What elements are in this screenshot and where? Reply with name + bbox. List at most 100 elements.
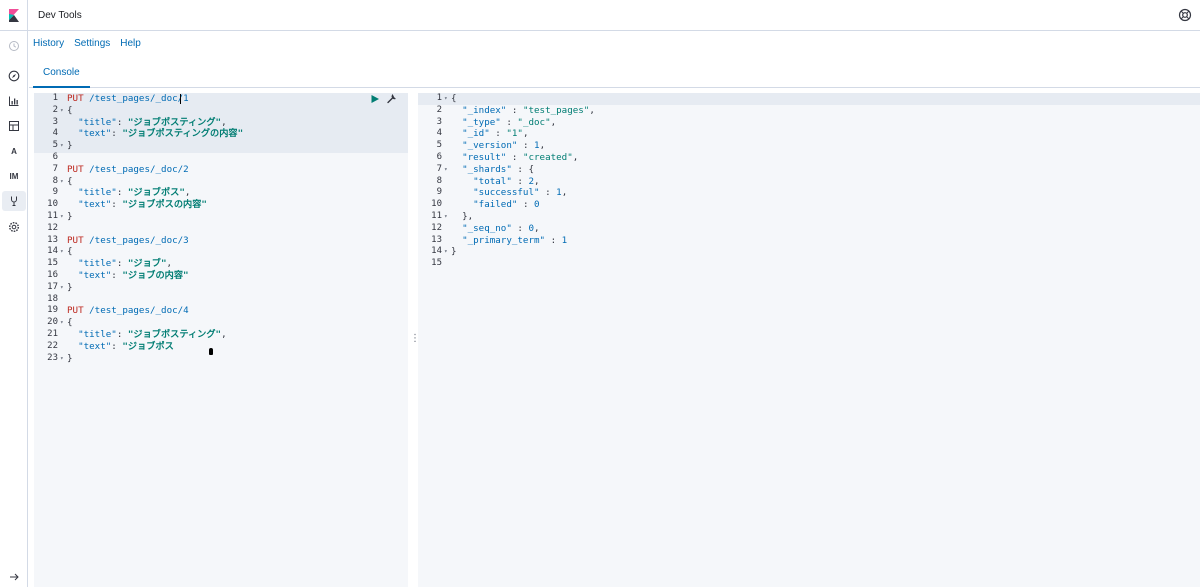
dashboard-button[interactable] (2, 116, 26, 136)
line-number: 9 (52, 187, 58, 198)
code-text: "_shards" : { (462, 163, 535, 175)
code-text: "title": "ジョブポスティング", (78, 328, 227, 340)
fold-toggle-icon[interactable]: ▾ (60, 142, 64, 150)
pane-resizer[interactable]: ⋮ (410, 333, 420, 344)
line-number: 1 (52, 93, 58, 103)
visualize-button[interactable] (2, 91, 26, 111)
fold-toggle-icon[interactable]: ▾ (60, 106, 64, 114)
line-number: 12 (47, 222, 58, 233)
request-code-area (65, 93, 408, 587)
response-editor[interactable]: 1▾{2 "_index" : "test_pages",3 "_type" :… (418, 93, 1200, 587)
wrench-icon[interactable] (386, 94, 396, 104)
code-text: "_id" : "1", (462, 128, 529, 140)
line-number: 10 (431, 199, 442, 210)
request-line: 20▾{ (34, 317, 408, 329)
response-line: 10 "failed" : 0 (418, 199, 1200, 211)
line-number: 6 (52, 151, 58, 162)
fold-toggle-icon[interactable]: ▾ (60, 248, 64, 256)
app-a-icon: A (11, 146, 17, 156)
line-number: 11 (431, 210, 442, 221)
fold-toggle-icon[interactable]: ▾ (60, 177, 64, 185)
wrench-icon (11, 196, 17, 206)
app-im-button[interactable]: IM (2, 166, 26, 186)
fold-toggle-icon[interactable]: ▾ (444, 248, 448, 256)
code-text: "title": "ジョブポスティング", (78, 116, 227, 128)
discover-button[interactable] (2, 66, 26, 86)
code-text: PUT /test_pages/_doc/3 (67, 234, 189, 246)
fold-toggle-icon[interactable]: ▾ (444, 212, 448, 220)
help-link[interactable]: Help (120, 38, 141, 49)
request-line: 13 PUT /test_pages/_doc/3 (34, 235, 408, 247)
line-number: 12 (431, 222, 442, 233)
fold-toggle-icon[interactable]: ▾ (444, 165, 448, 173)
gear-icon (8, 221, 20, 233)
settings-link[interactable]: Settings (74, 38, 111, 49)
line-number: 3 (436, 116, 442, 127)
line-number: 23 (47, 352, 58, 363)
line-number: 5 (52, 140, 58, 151)
fold-toggle-icon[interactable]: ▾ (60, 319, 64, 327)
line-number: 13 (47, 234, 58, 245)
play-icon[interactable] (370, 94, 380, 104)
code-text: { (67, 317, 73, 329)
line-number: 21 (47, 328, 58, 339)
response-line: 15 (418, 258, 1200, 270)
code-text: } (67, 281, 73, 293)
recently-viewed-button[interactable] (2, 36, 26, 56)
code-text: "successful" : 1, (473, 187, 568, 199)
code-text: "_version" : 1, (462, 140, 546, 152)
kibana-logo-icon (8, 8, 19, 22)
code-text: "title": "ジョブ", (78, 258, 173, 270)
code-text: { (67, 104, 73, 116)
fold-toggle-icon[interactable]: ▾ (444, 95, 448, 102)
request-line: 9 "title": "ジョブポス", (34, 187, 408, 199)
collapse-nav-button[interactable] (2, 567, 26, 587)
code-text: } (67, 210, 73, 222)
compass-icon (8, 70, 20, 82)
fold-toggle-icon[interactable]: ▾ (60, 283, 64, 291)
line-number: 8 (52, 175, 58, 186)
management-button[interactable] (2, 217, 26, 237)
dev-tools-button[interactable] (2, 191, 26, 211)
response-line: 7▾ "_shards" : { (418, 164, 1200, 176)
line-number: 11 (47, 210, 58, 221)
line-number: 2 (436, 104, 442, 115)
app-title: Dev Tools (38, 9, 82, 21)
request-line: 12 (34, 223, 408, 235)
code-text: "total" : 2, (473, 175, 540, 187)
clock-icon (9, 41, 19, 51)
request-line: 21 "title": "ジョブポスティング", (34, 329, 408, 341)
kibana-logo[interactable] (0, 0, 28, 31)
line-number: 8 (436, 175, 442, 186)
code-text: } (67, 352, 73, 364)
code-text: } (67, 140, 73, 152)
history-link[interactable]: History (33, 38, 65, 49)
top-menu: History Settings Help (33, 38, 141, 49)
code-text: } (451, 246, 457, 258)
line-number: 15 (431, 258, 442, 269)
app-a-button[interactable]: A (2, 141, 26, 161)
response-line: 5 "_version" : 1, (418, 140, 1200, 152)
request-line: 3 "title": "ジョブポスティング", (34, 117, 408, 129)
tab-console[interactable]: Console (33, 56, 90, 88)
help-menu-icon[interactable] (1178, 8, 1192, 22)
line-number: 7 (52, 163, 58, 174)
line-number: 4 (436, 128, 442, 139)
line-number: 18 (47, 293, 58, 304)
line-number: 14 (431, 246, 442, 257)
code-text: "result" : "created", (462, 151, 579, 163)
response-line: 8 "total" : 2, (418, 176, 1200, 188)
line-number: 16 (47, 269, 58, 280)
fold-toggle-icon[interactable]: ▾ (60, 354, 64, 362)
request-line: 2▾{ (34, 105, 408, 117)
fold-toggle-icon[interactable]: ▾ (60, 212, 64, 220)
response-line: 12 "_seq_no" : 0, (418, 223, 1200, 235)
response-lines: 1▾{2 "_index" : "test_pages",3 "_type" :… (418, 93, 1200, 270)
response-line: 13 "_primary_term" : 1 (418, 235, 1200, 247)
line-number: 15 (47, 258, 58, 269)
